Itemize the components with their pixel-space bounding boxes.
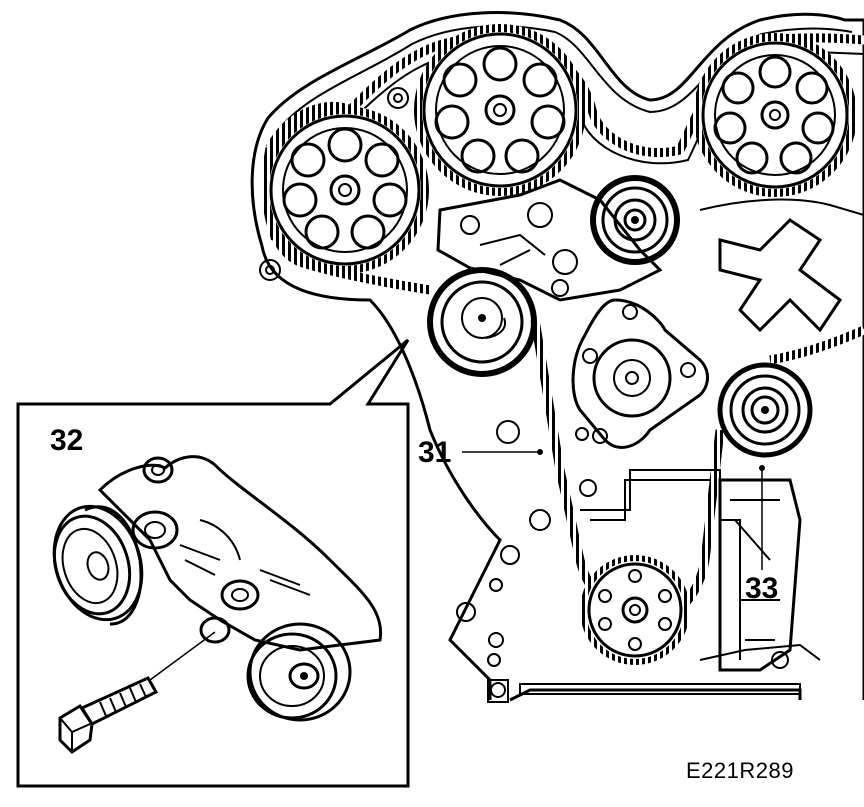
- bracket-hole: [551, 279, 569, 297]
- cast-rib-right: [718, 218, 843, 333]
- bottom-stud: [487, 679, 509, 703]
- bracket-hole: [527, 202, 553, 228]
- callout-31: 31: [418, 436, 452, 469]
- bracket-hole: [552, 249, 578, 275]
- camshaft-sprocket-left: [261, 106, 429, 274]
- bracket-hole: [460, 215, 480, 235]
- cover-boss: [387, 87, 409, 109]
- water-pump: [571, 298, 709, 449]
- mount-ear: [259, 259, 281, 281]
- callout-32: 32: [50, 424, 84, 457]
- inset-tensioner-assembly: [52, 455, 383, 754]
- cover-left-edge: [260, 245, 502, 700]
- tensioner-bracket: [436, 178, 663, 302]
- return-line: [699, 643, 821, 661]
- cover-bolt: [488, 632, 504, 648]
- cover-bolt: [456, 602, 476, 622]
- figure-code: E221R289: [686, 758, 794, 783]
- cover-bolt: [579, 479, 597, 497]
- cover-bolt: [771, 651, 789, 669]
- cover-boss-hole: [393, 93, 403, 103]
- cover-bolt: [575, 427, 589, 441]
- engine-cover-outline: [250, 11, 864, 700]
- tensioner-pulley-upper: [590, 175, 680, 265]
- bottom-stud-head: [490, 682, 506, 698]
- timing-belt-right-drop: [769, 325, 864, 365]
- crankshaft-sprocket: [580, 555, 690, 665]
- cover-bottom-strip: [519, 683, 801, 695]
- rear-plate-lower: [590, 479, 710, 521]
- cover-bolt: [489, 578, 503, 592]
- cover-bolt: [487, 653, 501, 667]
- camshaft-sprocket-right: [693, 33, 857, 197]
- camshaft-sprocket-middle: [414, 24, 586, 196]
- leader-33-dot: [759, 465, 765, 471]
- cover-bolt: [529, 509, 551, 531]
- cover-right-detail: [699, 198, 864, 216]
- mount-ear-hole: [265, 265, 275, 275]
- oil-pump-housing: [718, 478, 802, 672]
- cover-bolt: [496, 420, 520, 444]
- idler-pulley-left: [427, 267, 537, 377]
- idler-pulley-right: [717, 362, 813, 458]
- bracket-rib: [479, 233, 546, 266]
- cover-bolt: [500, 545, 520, 565]
- oil-pump-detail: [730, 499, 780, 641]
- inset-box: [16, 338, 410, 788]
- callout-33: 33: [745, 572, 779, 605]
- leader-31-dot: [537, 449, 543, 455]
- rear-plate: [580, 469, 741, 660]
